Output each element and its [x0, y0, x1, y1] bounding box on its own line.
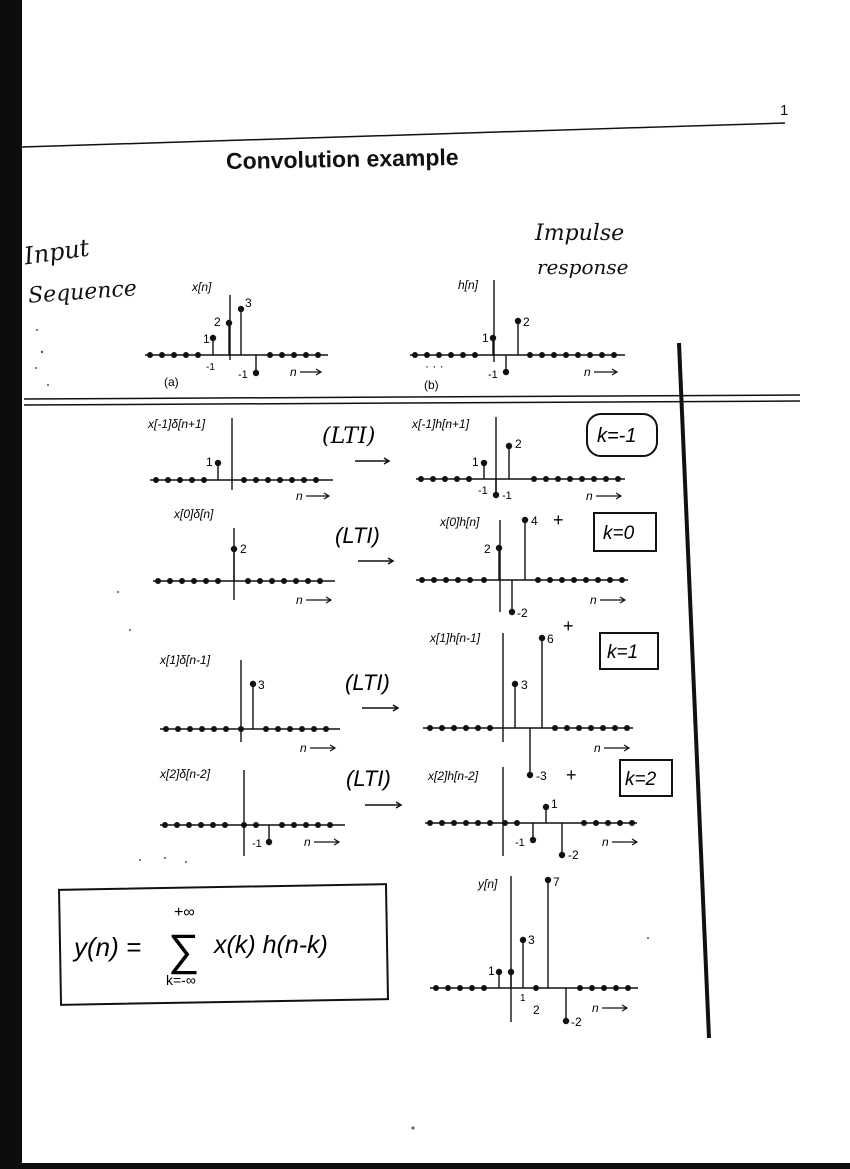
axis-label-n: n [586, 489, 593, 503]
formula-lhs: y(n) = [72, 932, 141, 962]
value-label: 2 [214, 315, 221, 329]
formula-lower: k=-∞ [166, 972, 196, 988]
term-label-right: x[-1]h[n+1] [411, 417, 470, 431]
axis-label-n: n [300, 741, 307, 755]
axis-label-n: n [592, 1001, 599, 1015]
value-label: -2 [517, 606, 528, 620]
label-h-n: h[n] [458, 278, 479, 292]
term-label-left: x[0]δ[n] [173, 507, 214, 521]
lti-label: (LTI) [322, 424, 375, 449]
value-label: 4 [531, 514, 538, 528]
divider-bottom [23, 400, 801, 406]
dots-extra: · · · [425, 359, 444, 373]
lti-label: (LTI) [346, 766, 391, 791]
scan-bottom-edge [0, 1163, 850, 1169]
axis-label-n: n [594, 741, 601, 755]
value-label: -2 [568, 848, 579, 862]
row-k-minus-1: x[-1]δ[n+1] 1 n (LTI) x[-1]h[n+1] 1 2 -1… [147, 413, 658, 503]
lti-label: (LTI) [345, 670, 390, 695]
value-label: -1 [488, 369, 498, 381]
value-label: -1 [252, 838, 262, 850]
plus-mark: + [563, 616, 574, 636]
caption-a: (a) [164, 375, 179, 389]
term-label-left: x[2]δ[n-2] [159, 767, 211, 781]
scan-left-edge [0, 0, 22, 1169]
term-label-right: x[0]h[n] [439, 515, 480, 529]
plot-h-impulse: h[n] 1 -1 2 · · · (b) n [410, 278, 625, 392]
axis-label-n: n [296, 489, 303, 503]
k-box [593, 512, 657, 552]
term-label-right: x[2]h[n-2] [427, 769, 479, 783]
value-label: 1 [482, 331, 489, 345]
value-label: 2 [240, 542, 247, 556]
formula-upper: +∞ [174, 904, 195, 921]
value-label: 2 [523, 315, 530, 329]
k-box [599, 632, 659, 670]
k-box [586, 413, 658, 457]
axis-label-n: n [296, 593, 303, 607]
divider-top [23, 394, 801, 400]
axis-label-n: n [602, 835, 609, 849]
scan-noise [35, 329, 649, 1130]
formula-sigma: ∑ [168, 926, 199, 975]
value-label: -2 [571, 1015, 582, 1029]
value-label: -1 [238, 369, 248, 381]
value-label: 1 [203, 332, 210, 346]
header-rule [21, 122, 786, 148]
caption-b: (b) [424, 378, 439, 392]
value-label: 3 [528, 933, 535, 947]
formula-term: x(k) h(n-k) [213, 931, 328, 959]
tick-label: -1 [206, 362, 215, 373]
value-label: 3 [521, 678, 528, 692]
convolution-formula: y(n) = +∞ ∑ k=-∞ x(k) h(n-k) [58, 883, 390, 1006]
axis-label-n: n [304, 835, 311, 849]
value-label: -1 [515, 837, 525, 849]
value-label: 6 [547, 632, 554, 646]
k-box [619, 759, 673, 797]
value-label: 1 [472, 455, 479, 469]
label-y-n: y[n] [477, 877, 498, 891]
value-label: 1 [488, 964, 495, 978]
annotation-response: response [537, 255, 629, 279]
annotation-impulse: Impulse [535, 221, 625, 246]
page-number: 1 [780, 102, 789, 119]
plot-x-input: x[n] 1 2 3 -1 -1 (a) n [145, 280, 328, 389]
value-label: 2 [484, 542, 491, 556]
lti-label: (LTI) [335, 523, 380, 548]
term-label-left: x[1]δ[n-1] [159, 653, 211, 667]
value-label: 2 [515, 437, 522, 451]
row-k-1: x[1]δ[n-1] 3 n (LTI) x[1]h[n-1] 3 6 -3 +… [159, 616, 659, 783]
k-label: k=-1 [597, 425, 636, 447]
axis-label-n: n [584, 365, 591, 379]
tick-label: 1 [520, 993, 526, 1004]
value-label: 7 [553, 875, 560, 889]
plus-mark: + [566, 765, 577, 785]
value-label: -3 [536, 769, 547, 783]
value-label: 1 [206, 455, 213, 469]
vertical-divider [677, 342, 711, 1039]
value-label: -1 [502, 490, 512, 502]
k-label: k=1 [607, 642, 638, 663]
term-label-left: x[-1]δ[n+1] [147, 417, 206, 431]
tick-label: 2 [533, 1003, 540, 1017]
axis-label-n: n [290, 365, 297, 379]
plus-mark: + [553, 510, 564, 530]
value-label: 3 [245, 296, 252, 310]
value-label: 1 [551, 797, 558, 811]
row-k-0: x[0]δ[n] 2 n (LTI) x[0]h[n] 2 4 -2 + n k… [153, 507, 657, 620]
plot-y-output: y[n] 1 3 7 -2 1 2 n [430, 875, 638, 1029]
label-x-n: x[n] [191, 280, 212, 294]
row-k-2: x[2]δ[n-2] -1 n (LTI) x[2]h[n-2] 1 -1 -2… [159, 759, 673, 862]
k-label: k=2 [625, 769, 657, 790]
axis-label-n: n [590, 593, 597, 607]
value-label: 3 [258, 678, 265, 692]
term-label-right: x[1]h[n-1] [429, 631, 481, 645]
value-label: -1 [478, 485, 488, 497]
k-label: k=0 [603, 523, 635, 544]
